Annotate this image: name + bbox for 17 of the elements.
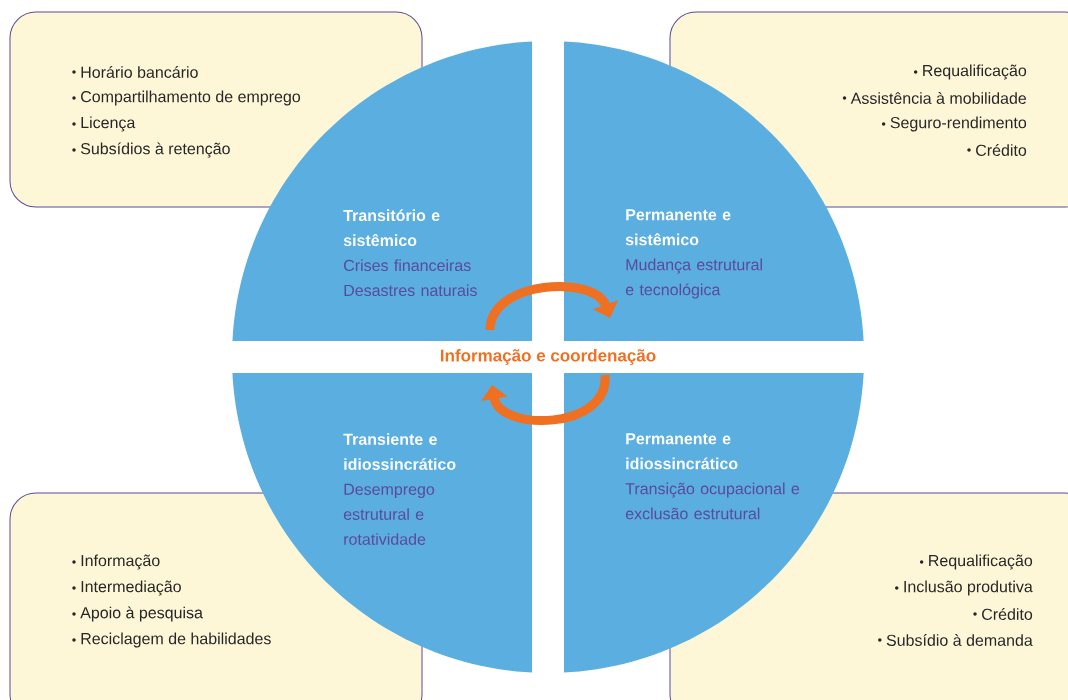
list-item: Subsídios à retenção [72,142,230,158]
list-item: Licença [72,116,136,132]
quadrant-segment: Permanente e idiossincrático Transição ocupacional e exclusão estrutural [564,373,864,673]
list-item: Requalificação [919,554,1033,570]
list-item: Apoio à pesquisa [72,606,203,622]
list-item: Crédito [967,144,1027,156]
list-item: Horário bancário [72,66,198,78]
list-item: Seguro-rendimento [881,116,1027,132]
list-item: Crédito [973,608,1033,620]
center-label: Informação e coordenação [437,347,659,367]
cycle-arrow [485,282,619,331]
list-item: Subsídio à demanda [878,634,1033,646]
list-item: Intermediação [72,580,181,596]
list-item: Requalificação [913,64,1027,80]
cycle-arrow [481,374,610,425]
list-item: Informação [72,554,160,570]
list-item: Inclusão produtiva [895,580,1033,596]
